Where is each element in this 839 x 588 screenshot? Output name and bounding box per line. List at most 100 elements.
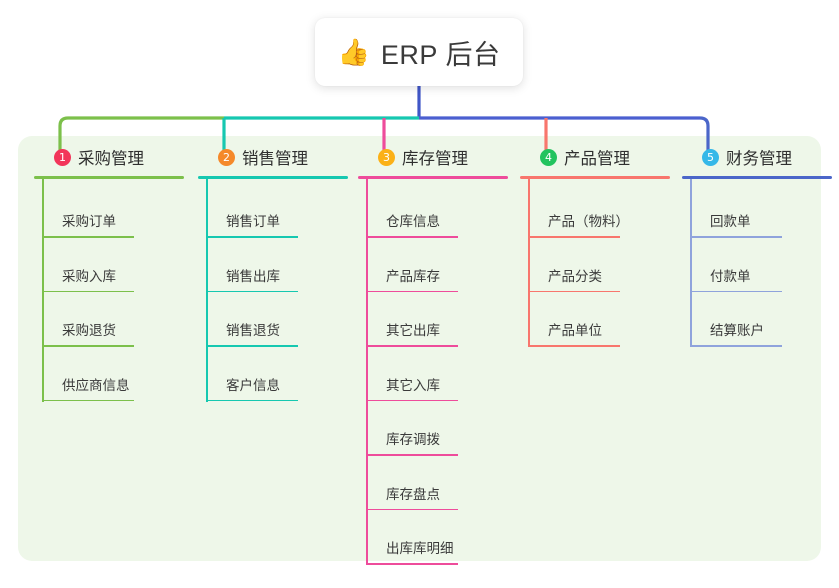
branch-header-3[interactable]: 3 库存管理 — [358, 143, 508, 171]
branch-column-4: 4 产品管理产品（物料） 产品分类产品单位 — [520, 143, 670, 357]
branch-item-label: 产品单位 — [548, 323, 602, 338]
branch-item-label: 产品（物料） — [548, 214, 629, 229]
branch-item-rule — [528, 290, 620, 293]
branch-header-4[interactable]: 4 产品管理 — [520, 143, 670, 171]
branch-item-label: 销售退货 — [226, 323, 280, 338]
thumbs-up-icon: 👍 — [337, 37, 370, 67]
branch-items-5: 回款单付款单结算账户 — [682, 179, 832, 357]
branch-header-2[interactable]: 2 销售管理 — [198, 143, 348, 171]
branch-item-label: 采购退货 — [62, 323, 116, 338]
branch-item[interactable]: 采购入库 — [34, 265, 134, 293]
branch-label-5: 财务管理 — [726, 150, 792, 168]
branch-item[interactable]: 销售订单 — [198, 210, 298, 238]
branch-header-1[interactable]: 1 采购管理 — [34, 143, 184, 171]
branch-badge-2: 2 — [218, 148, 235, 166]
branch-item[interactable]: 其它出库 — [358, 319, 458, 347]
branch-item[interactable]: 销售退货 — [198, 319, 298, 347]
branch-stem-4 — [528, 179, 530, 347]
branch-item-rule — [366, 345, 458, 347]
branch-stem-5 — [690, 179, 692, 347]
branch-item-rule — [42, 345, 134, 347]
branches-panel — [18, 136, 821, 561]
branch-item[interactable]: 采购订单 — [34, 210, 134, 238]
branch-item[interactable]: 销售出库 — [198, 265, 298, 293]
branch-item-rule — [42, 399, 134, 402]
branch-item-rule — [42, 290, 134, 293]
branch-item-label: 销售出库 — [226, 268, 280, 284]
branch-item-label: 回款单 — [710, 214, 751, 229]
branch-stem-3 — [366, 179, 368, 565]
branch-item-label: 产品库存 — [386, 268, 440, 284]
branch-item-rule — [366, 290, 458, 293]
branch-item[interactable]: 其它入库 — [358, 374, 458, 402]
branch-item[interactable]: 供应商信息 — [34, 374, 134, 402]
branch-item[interactable]: 仓库信息 — [358, 210, 458, 238]
branch-item-rule — [366, 454, 458, 456]
root-title: ERP 后台 — [380, 39, 501, 70]
branch-item[interactable]: 付款单 — [682, 265, 782, 293]
root-node[interactable]: 👍 ERP 后台 — [315, 18, 523, 86]
branch-item[interactable]: 结算账户 — [682, 319, 782, 347]
branch-item-label: 采购订单 — [62, 214, 116, 229]
branch-item-label: 库存盘点 — [386, 486, 440, 502]
branch-item-label: 采购入库 — [62, 268, 116, 284]
branch-rule-3 — [358, 176, 508, 179]
branch-item-rule — [690, 236, 782, 238]
branch-item[interactable]: 库存调拨 — [358, 428, 458, 456]
branch-column-3: 3 库存管理仓库信息产品库存其它出库其它入库库存调拨库存盘点出库库明细 — [358, 143, 508, 575]
branch-item-rule — [366, 563, 458, 565]
branch-badge-5: 5 — [702, 148, 719, 166]
branch-item[interactable]: 客户信息 — [198, 374, 298, 402]
branch-items-2: 销售订单销售出库销售退货客户信息 — [198, 179, 348, 412]
branch-item[interactable]: 出库库明细 — [358, 537, 458, 565]
branch-label-1: 采购管理 — [78, 150, 144, 168]
branch-item[interactable]: 采购退货 — [34, 319, 134, 347]
branch-item-label: 仓库信息 — [386, 214, 440, 229]
branch-item-label: 付款单 — [710, 268, 751, 284]
branch-item-rule — [42, 236, 134, 238]
branch-stem-1 — [42, 179, 44, 402]
branch-item-label: 库存调拨 — [386, 432, 440, 447]
branch-column-2: 2 销售管理销售订单销售出库销售退货客户信息 — [198, 143, 348, 412]
branch-item-rule — [206, 236, 298, 238]
branch-badge-4: 4 — [540, 148, 557, 166]
branch-header-5[interactable]: 5 财务管理 — [682, 143, 832, 171]
branch-label-3: 库存管理 — [402, 150, 468, 168]
branch-item-rule — [366, 399, 458, 402]
branch-item-rule — [528, 236, 620, 238]
branch-item-rule — [690, 345, 782, 347]
branch-rule-2 — [198, 176, 348, 179]
branch-item-rule — [206, 399, 298, 402]
branch-item-label: 其它入库 — [386, 377, 440, 393]
branch-rule-4 — [520, 176, 670, 179]
branch-item-label: 结算账户 — [710, 323, 764, 338]
branch-stem-2 — [206, 179, 208, 402]
branch-rule-5 — [682, 176, 832, 179]
branch-item-label: 供应商信息 — [62, 377, 130, 393]
branch-item[interactable]: 库存盘点 — [358, 483, 458, 511]
branch-item-rule — [690, 290, 782, 293]
branch-item[interactable]: 回款单 — [682, 210, 782, 238]
branch-badge-3: 3 — [378, 148, 395, 166]
branch-item-label: 出库库明细 — [386, 541, 454, 556]
branch-item-label: 产品分类 — [548, 268, 602, 284]
branch-item-label: 销售订单 — [226, 214, 280, 229]
branch-item-label: 其它出库 — [386, 323, 440, 338]
branch-item-rule — [206, 345, 298, 347]
branch-item[interactable]: 产品单位 — [520, 319, 620, 347]
branch-items-4: 产品（物料） 产品分类产品单位 — [520, 179, 670, 357]
branch-item[interactable]: 产品分类 — [520, 265, 620, 293]
branch-label-2: 销售管理 — [242, 150, 308, 168]
branch-items-3: 仓库信息产品库存其它出库其它入库库存调拨库存盘点出库库明细 — [358, 179, 508, 575]
branch-rule-1 — [34, 176, 184, 179]
branch-item-rule — [366, 236, 458, 238]
branch-badge-1: 1 — [54, 148, 71, 166]
branch-label-4: 产品管理 — [564, 150, 630, 168]
branch-item[interactable]: 产品（物料） — [520, 210, 629, 238]
branch-items-1: 采购订单采购入库采购退货供应商信息 — [34, 179, 184, 412]
branch-item-rule — [528, 345, 620, 347]
branch-item[interactable]: 产品库存 — [358, 265, 458, 293]
branch-item-rule — [366, 508, 458, 511]
